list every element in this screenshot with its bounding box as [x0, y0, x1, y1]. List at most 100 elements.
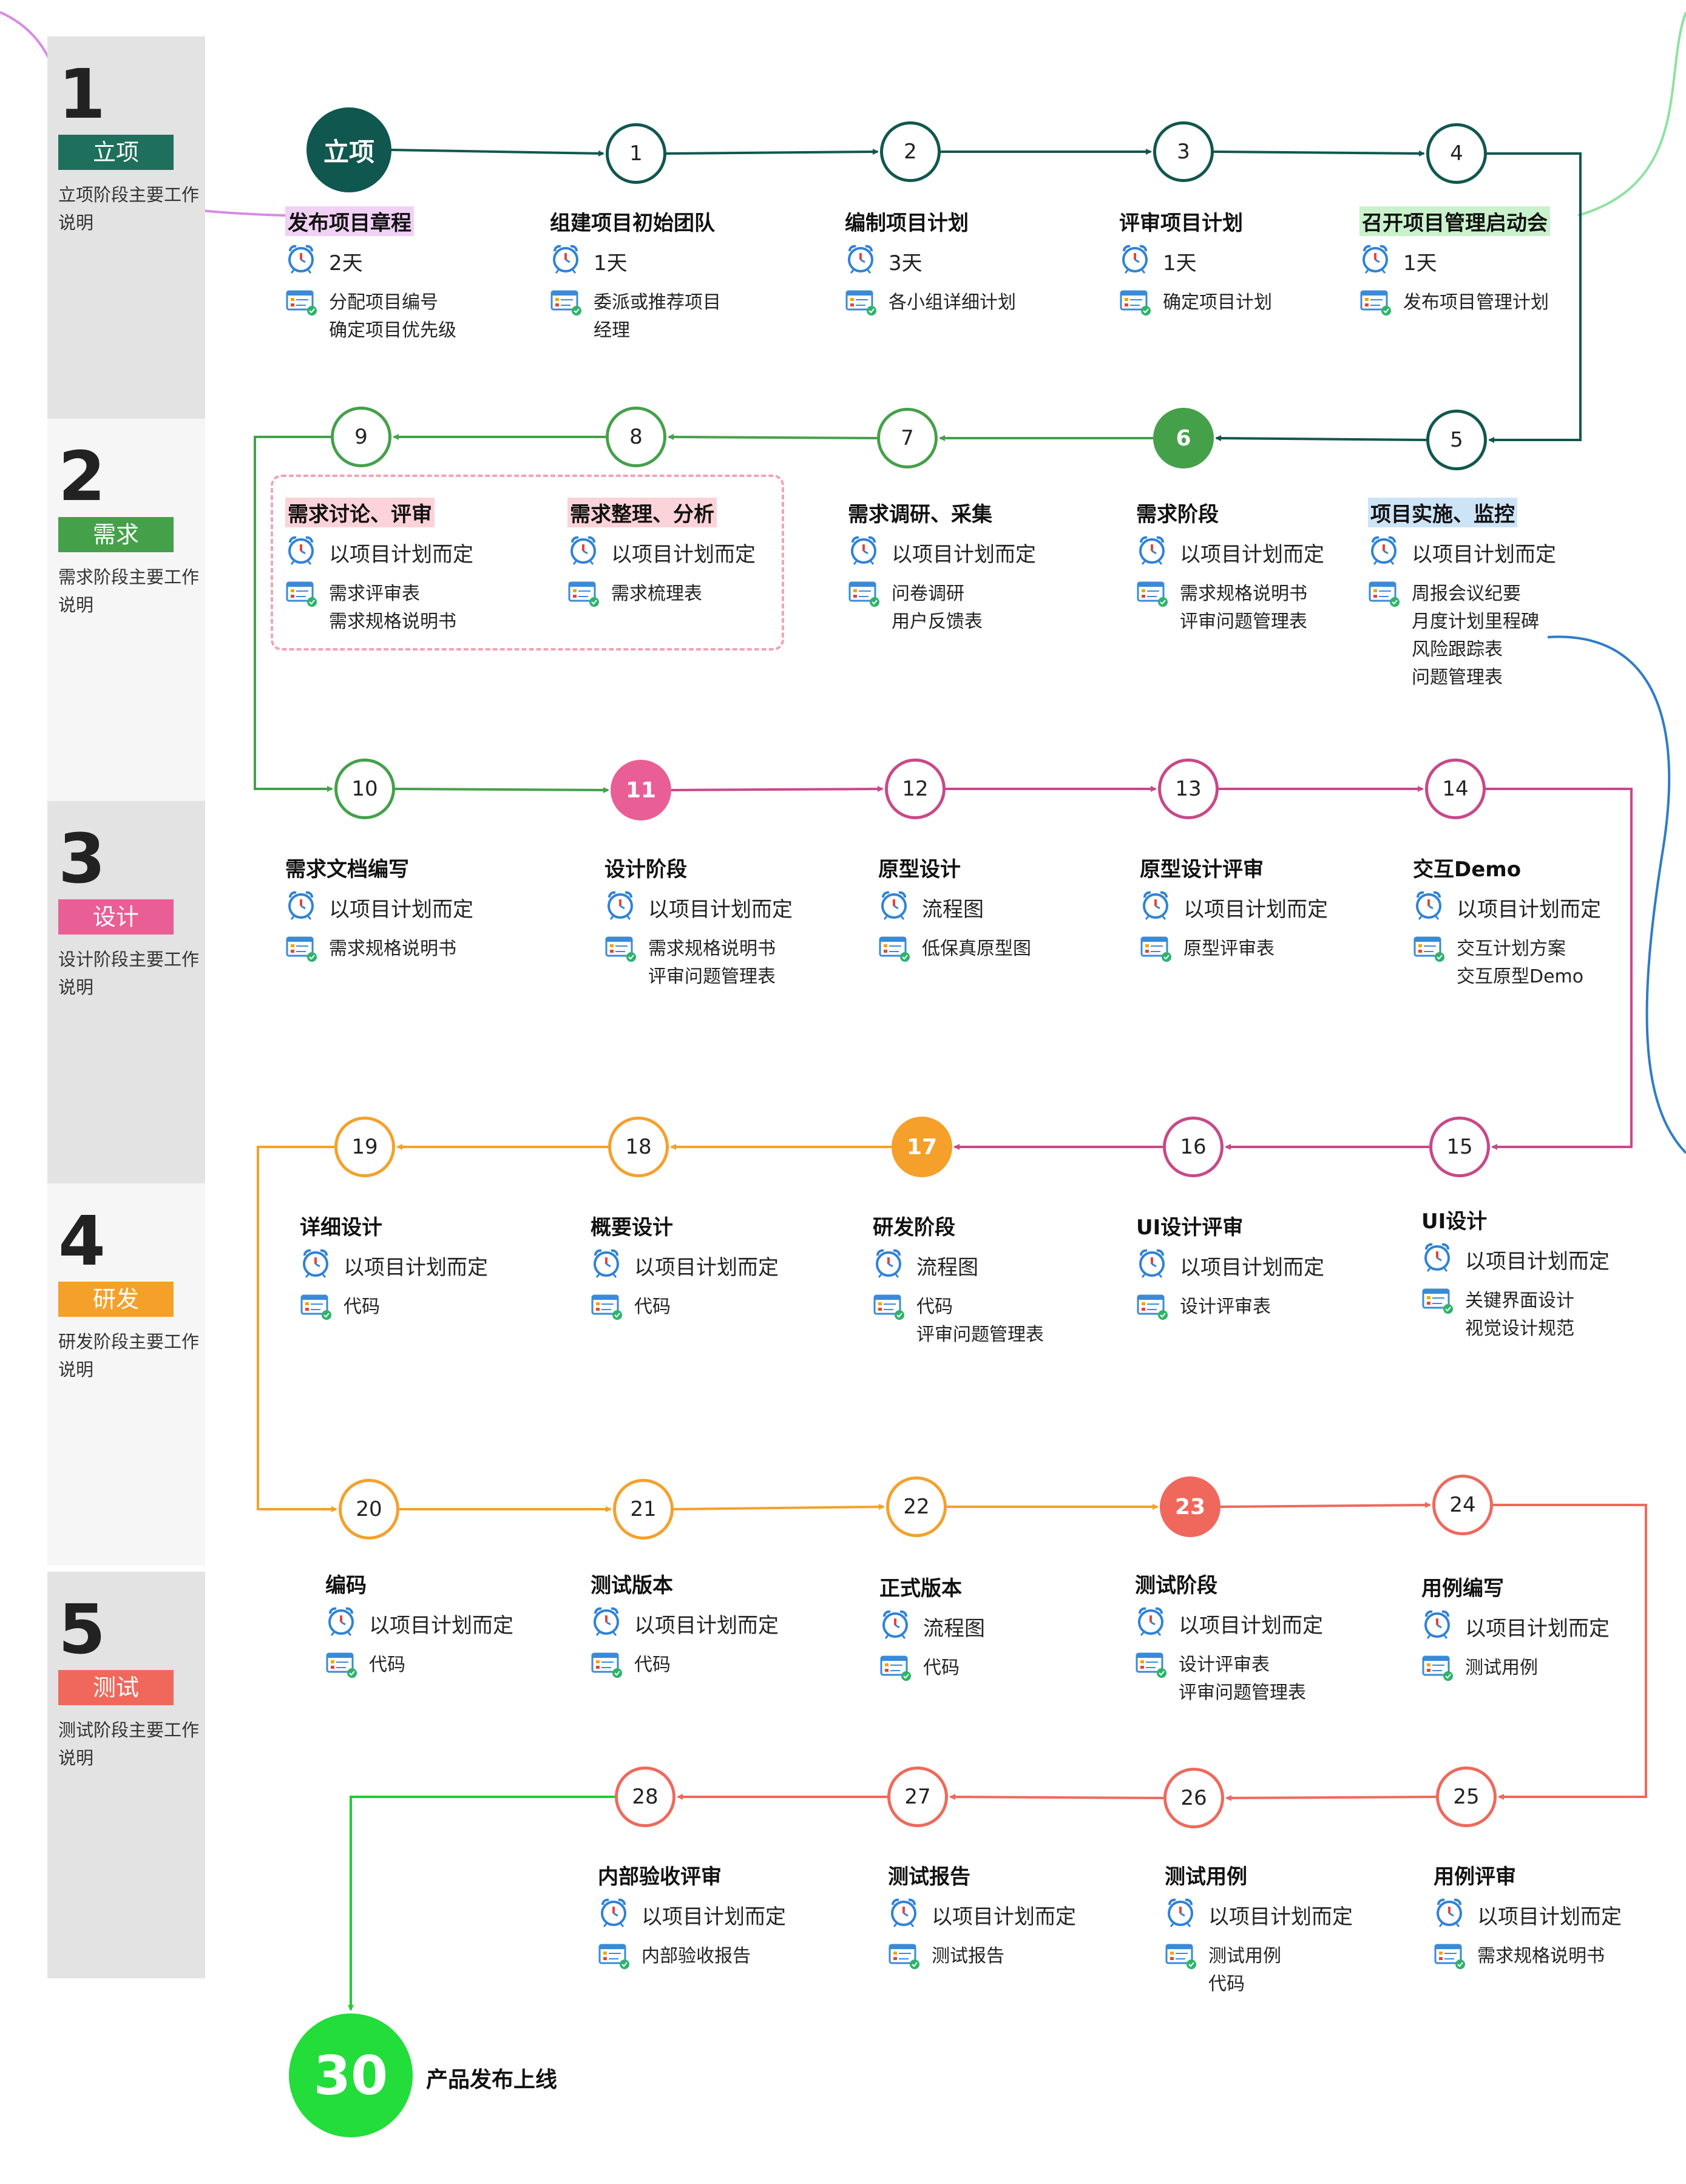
step-duration-text: 以项目计划而定	[932, 1905, 1076, 1929]
step-duration-text: 以项目计划而定	[1183, 898, 1328, 922]
step-node-3[interactable]: 3	[1153, 121, 1214, 182]
step-deliverables-text: 测试用例 代码	[1208, 1946, 1281, 1995]
step-duration-text: 1天	[1163, 251, 1197, 276]
step-node-26[interactable]: 26	[1163, 1768, 1224, 1828]
document-check-icon	[1135, 1651, 1168, 1688]
step-node-label: 8	[629, 425, 643, 449]
document-check-icon	[567, 580, 600, 617]
step-duration: 以项目计划而定	[598, 1896, 828, 1930]
document-check-icon	[285, 580, 318, 617]
document-check-icon	[285, 935, 318, 972]
step-duration-text: 以项目计划而定	[634, 1256, 779, 1280]
final-node-label: 30	[313, 2044, 388, 2107]
step-node-23[interactable]: 23	[1160, 1476, 1220, 1537]
step-title: 需求讨论、评审	[285, 498, 435, 527]
step-node-label: 立项	[323, 137, 374, 167]
step-node-18[interactable]: 18	[608, 1117, 669, 1177]
flow-arrow	[1493, 1504, 1647, 1800]
step-node-4[interactable]: 4	[1426, 123, 1487, 184]
step-node-28[interactable]: 28	[615, 1766, 675, 1827]
step-node-start[interactable]: 立项	[306, 107, 391, 192]
step-node-22[interactable]: 22	[886, 1476, 947, 1537]
step-node-12[interactable]: 12	[885, 759, 946, 819]
step-deliverables-text: 问卷调研 用户反馈表	[892, 583, 983, 632]
flow-arrow	[949, 1794, 1164, 1800]
step-node-label: 13	[1175, 777, 1202, 801]
step-node-8[interactable]: 8	[606, 407, 666, 467]
alarm-clock-icon	[1119, 243, 1151, 280]
step-title: 原型设计评审	[1140, 857, 1264, 882]
step-node-5[interactable]: 5	[1426, 410, 1487, 470]
step-deliverables-text: 分配项目编号 确定项目优先级	[329, 292, 456, 341]
step-node-7[interactable]: 7	[877, 408, 938, 468]
step-deliverables: 内部验收报告	[598, 1942, 841, 2064]
flow-arrow	[1225, 1794, 1437, 1801]
step-duration: 以项目计划而定	[1421, 1241, 1652, 1275]
step-node-10[interactable]: 10	[334, 759, 395, 819]
step-title: 编制项目计划	[845, 211, 969, 235]
step-duration-text: 流程图	[916, 1256, 978, 1280]
alarm-clock-icon	[878, 889, 910, 926]
step-node-6[interactable]: 6	[1153, 408, 1214, 468]
step-deliverables: 原型评审表	[1140, 935, 1383, 1057]
step-deliverables-text: 代码	[634, 1296, 671, 1317]
flow-arrow	[1220, 1502, 1431, 1509]
stage-number: 5	[58, 1591, 106, 1669]
decor-curve-green	[1577, 12, 1686, 217]
document-check-icon	[1413, 935, 1446, 972]
step-node-label: 18	[625, 1135, 652, 1159]
step-node-25[interactable]: 25	[1436, 1766, 1497, 1827]
step-node-label: 12	[902, 777, 929, 801]
step-deliverables: 代码 评审问题管理表	[873, 1293, 1116, 1415]
step-title: UI设计评审	[1136, 1215, 1244, 1240]
step-deliverables-text: 测试报告	[932, 1946, 1004, 1967]
alarm-clock-icon	[845, 243, 876, 280]
step-node-2[interactable]: 2	[880, 121, 941, 182]
step-duration: 流程图	[878, 889, 1109, 923]
step-title: 用例评审	[1434, 1865, 1516, 1889]
alarm-clock-icon	[300, 1247, 331, 1284]
step-deliverables: 周报会议纪要 月度计划里程碑 风险跟踪表 问题管理表	[1368, 580, 1611, 702]
step-duration: 3天	[845, 243, 1075, 277]
step-deliverables-text: 需求规格说明书	[1477, 1946, 1605, 1967]
step-node-1[interactable]: 1	[606, 123, 666, 184]
step-deliverables: 代码	[879, 1654, 1122, 1776]
step-node-label: 23	[1174, 1494, 1206, 1520]
step-node-label: 10	[351, 777, 378, 801]
step-node-13[interactable]: 13	[1158, 759, 1219, 819]
step-node-27[interactable]: 27	[887, 1766, 948, 1827]
step-node-label: 9	[354, 425, 368, 449]
document-check-icon	[1165, 1942, 1197, 1979]
step-duration: 以项目计划而定	[1421, 1608, 1652, 1642]
step-node-16[interactable]: 16	[1163, 1117, 1224, 1177]
step-deliverables-text: 关键界面设计 视觉设计规范	[1465, 1290, 1574, 1339]
step-node-15[interactable]: 15	[1429, 1117, 1490, 1177]
step-node-19[interactable]: 19	[334, 1117, 395, 1177]
document-check-icon	[873, 1293, 906, 1330]
requirements-review-group	[271, 475, 784, 651]
step-deliverables: 分配项目编号 确定项目优先级	[285, 289, 528, 410]
step-title: 正式版本	[879, 1577, 962, 1601]
step-title: 测试版本	[591, 1574, 673, 1598]
step-node-11[interactable]: 11	[611, 760, 671, 820]
step-deliverables: 设计评审表 评审问题管理表	[1135, 1651, 1378, 1773]
step-duration-text: 1天	[1403, 251, 1437, 276]
step-duration: 1天	[550, 243, 780, 277]
step-node-24[interactable]: 24	[1432, 1475, 1493, 1535]
step-node-21[interactable]: 21	[613, 1479, 674, 1540]
step-duration: 以项目计划而定	[1135, 1605, 1366, 1639]
step-node-17[interactable]: 17	[892, 1117, 952, 1177]
step-title: 设计阶段	[604, 857, 687, 882]
alarm-clock-icon	[1136, 534, 1168, 571]
flow-arrow	[668, 434, 878, 441]
step-deliverables-text: 需求规格说明书 评审问题管理表	[1180, 583, 1307, 632]
step-node-14[interactable]: 14	[1425, 759, 1486, 819]
step-duration: 以项目计划而定	[1434, 1896, 1664, 1930]
step-node-9[interactable]: 9	[331, 407, 391, 467]
final-node-30[interactable]: 30	[289, 2013, 413, 2137]
step-node-20[interactable]: 20	[339, 1479, 399, 1540]
step-title: 交互Demo	[1413, 857, 1522, 882]
